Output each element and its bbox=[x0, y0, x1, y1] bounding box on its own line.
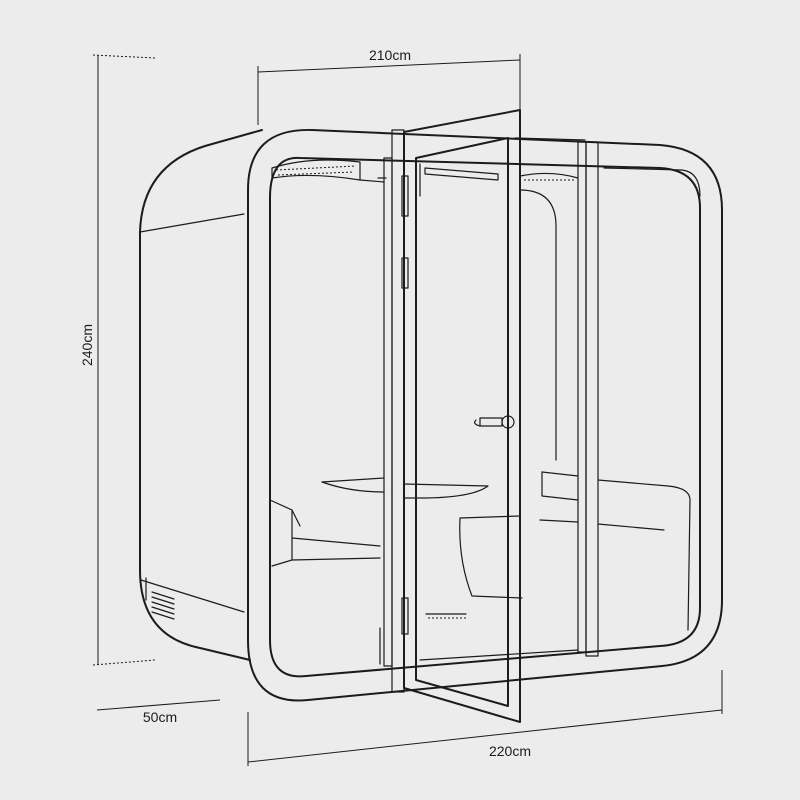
dimension-height-label: 240cm bbox=[79, 324, 95, 366]
seat-left bbox=[269, 499, 381, 665]
floor-grille bbox=[425, 613, 467, 619]
seat-right bbox=[459, 471, 691, 631]
dimension-top-width-label: 210cm bbox=[369, 47, 411, 63]
table bbox=[321, 477, 489, 499]
dimension-depth: 50cm bbox=[96, 699, 221, 725]
booth-door bbox=[401, 109, 521, 723]
dimension-bottom-width-label: 220cm bbox=[489, 743, 531, 759]
back-wall bbox=[419, 163, 557, 461]
dimension-top-width: 210cm bbox=[257, 47, 521, 125]
ceiling-light-center bbox=[424, 167, 499, 181]
dimension-height: 240cm bbox=[79, 54, 156, 666]
booth-side-panel bbox=[139, 129, 263, 661]
left-glass-panel bbox=[377, 129, 405, 693]
dimension-bottom-width: 220cm bbox=[247, 670, 723, 766]
side-vent-grille bbox=[151, 591, 175, 620]
door-hinges bbox=[401, 175, 409, 635]
dimension-depth-label: 50cm bbox=[143, 709, 177, 725]
booth-front-frame bbox=[247, 128, 723, 702]
door-handle[interactable] bbox=[474, 415, 515, 429]
ceiling-vent-left bbox=[271, 159, 361, 181]
ceiling-vent-right bbox=[519, 172, 579, 181]
right-glass-panel bbox=[577, 141, 701, 657]
